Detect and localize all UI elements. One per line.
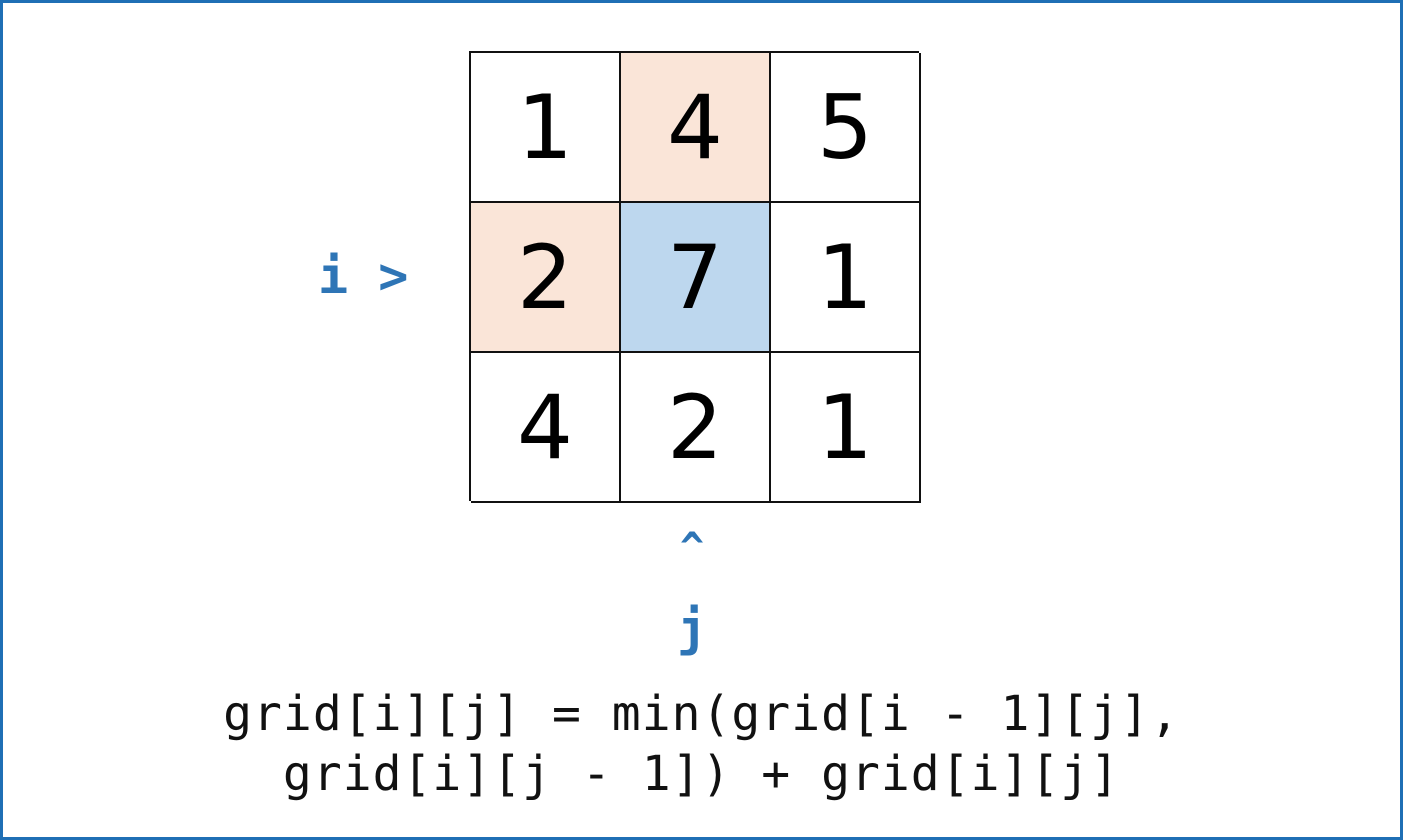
recurrence-formula: grid[i][j] = min(grid[i - 1][j], grid[i]… [0,684,1403,804]
grid-cell-1-0: 2 [471,203,621,353]
formula-line-1: grid[i][j] = min(grid[i - 1][j], [223,686,1180,742]
grid-cell-0-0: 1 [471,53,621,203]
grid-cell-2-2: 1 [771,353,921,503]
grid-cell-2-0: 4 [471,353,621,503]
grid-cell-0-1: 4 [621,53,771,203]
column-caret-icon: ^ [679,525,705,571]
grid-cell-1-2: 1 [771,203,921,353]
grid-cell-2-1: 2 [621,353,771,503]
grid-matrix: 1 4 5 2 7 1 4 2 1 [469,51,921,503]
formula-line-2: grid[i][j - 1]) + grid[i][j] [282,746,1121,802]
column-pointer-label: j [676,599,708,657]
grid-cell-0-2: 5 [771,53,921,203]
grid-cell-1-1: 7 [621,203,771,353]
row-pointer-label: i > [318,247,409,305]
